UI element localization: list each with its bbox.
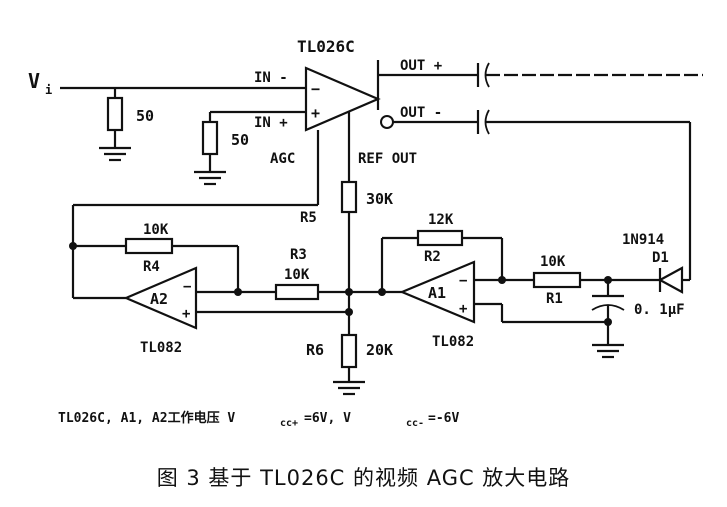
r5-value: 30K <box>366 190 393 208</box>
r2-label: R2 <box>424 249 441 265</box>
a2-part-label: TL082 <box>140 340 182 356</box>
note-vcc-plus-sub: cc+ <box>280 418 298 429</box>
d1-label: D1 <box>652 250 669 266</box>
a1-amplifier <box>399 260 476 324</box>
d1-part-label: 1N914 <box>622 232 664 248</box>
a1-part-label: TL082 <box>432 334 474 350</box>
r50b-value: 50 <box>231 131 249 149</box>
junction-r3-ref <box>345 288 353 296</box>
ground-symbol-2 <box>194 170 226 186</box>
in-plus-label: IN + <box>254 115 288 131</box>
note-text: TL026C, A1, A2工作电压 V <box>58 410 235 426</box>
r6-resistor <box>340 333 358 369</box>
in-minus-label: IN - <box>254 70 288 86</box>
r2-value: 12K <box>428 212 454 228</box>
r3-value: 10K <box>284 267 310 283</box>
r50a-value: 50 <box>136 107 154 125</box>
r3-label: R3 <box>290 247 307 263</box>
a2-plus: + <box>182 306 190 322</box>
r50b-resistor <box>201 120 219 156</box>
out-minus-capacitor <box>476 109 690 135</box>
note-vcc-minus-sub: cc- <box>406 418 424 429</box>
tl026c-minus: − <box>311 80 320 98</box>
a2-amplifier <box>123 266 198 330</box>
vi-label: V <box>28 69 40 93</box>
junction-a2-minus <box>234 288 242 296</box>
r2-resistor <box>416 229 464 247</box>
note-end-text: =-6V <box>428 411 459 426</box>
r1-resistor <box>532 271 582 289</box>
r5-resistor <box>340 180 358 214</box>
r6-label: R6 <box>306 341 324 359</box>
r4-resistor <box>124 237 174 255</box>
capacitor-value: 0. 1μF <box>634 302 685 318</box>
a1-plus: + <box>459 301 467 317</box>
tl026c-amplifier <box>304 66 381 132</box>
a1-label: A1 <box>428 284 446 302</box>
r4-label: R4 <box>143 259 160 275</box>
r5-label: R5 <box>300 210 317 226</box>
a2-minus: − <box>183 279 191 295</box>
agc-label: AGC <box>270 151 295 167</box>
r1-value: 10K <box>540 254 566 270</box>
ground-symbol-3 <box>333 380 365 396</box>
r6-value: 20K <box>366 341 393 359</box>
out-minus-label: OUT - <box>400 105 442 121</box>
note-mid-text: =6V, V <box>304 411 351 426</box>
out-plus-capacitor <box>476 62 703 88</box>
out-minus-inversion-bubble <box>380 115 394 129</box>
a2-label: A2 <box>150 290 168 308</box>
junction-a1-minus <box>498 276 506 284</box>
d1-diode <box>657 266 684 294</box>
r3-resistor <box>274 283 320 301</box>
a1-minus: − <box>459 273 467 289</box>
ground-symbol-1 <box>99 146 131 162</box>
r50a-resistor <box>106 96 124 132</box>
tl026c-plus: + <box>311 104 320 122</box>
supply-note: TL026C, A1, A2工作电压 V cc+ =6V, V cc- =-6V <box>58 410 459 429</box>
figure-caption: 图 3 基于 TL026C 的视频 AGC 放大电路 <box>156 466 571 490</box>
ground-symbol-4 <box>592 343 624 359</box>
ref-out-label: REF OUT <box>358 151 417 167</box>
vi-subscript: i <box>45 83 52 97</box>
out-plus-label: OUT + <box>400 58 442 74</box>
r1-label: R1 <box>546 291 563 307</box>
r4-value: 10K <box>143 222 169 238</box>
tl026c-label: TL026C <box>297 37 355 56</box>
